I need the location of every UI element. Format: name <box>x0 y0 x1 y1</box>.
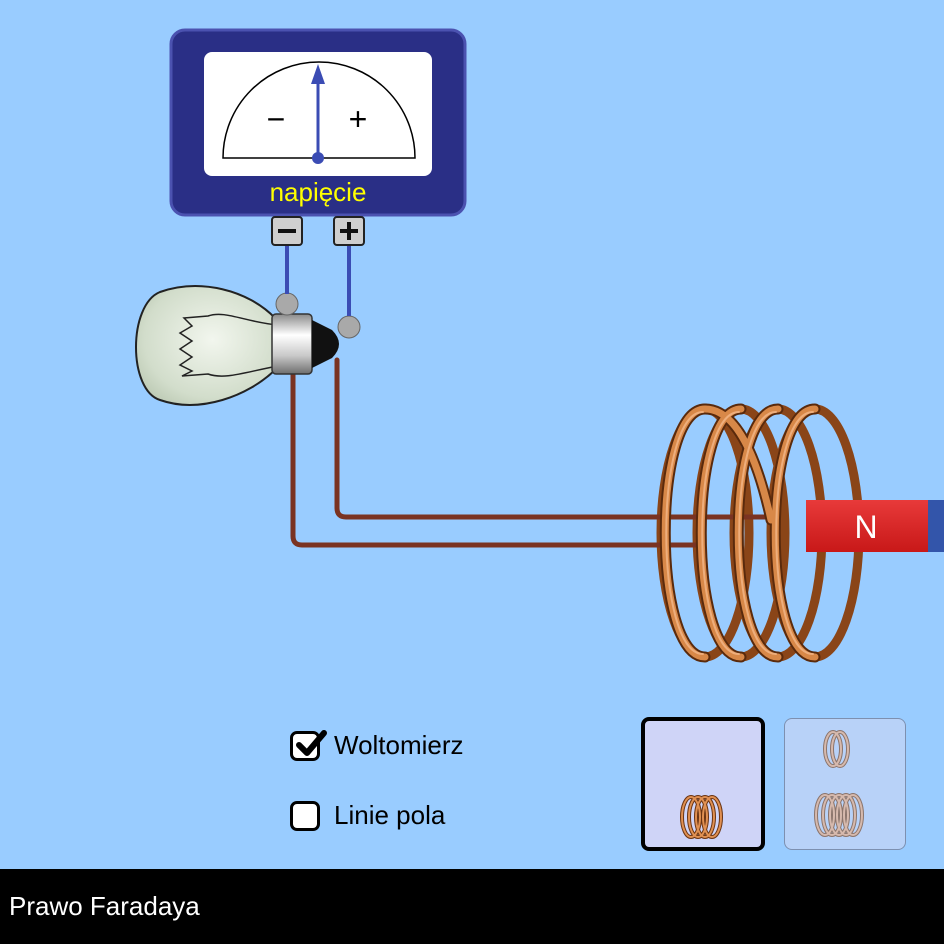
voltmeter-plus-terminal <box>333 216 365 246</box>
bulb-glass <box>135 285 276 406</box>
field-lines-checkbox[interactable]: Linie pola <box>290 800 445 831</box>
two-coils-button[interactable] <box>784 718 906 850</box>
field-lines-checkbox-box[interactable] <box>290 800 320 831</box>
title-bar: Prawo Faradaya <box>0 869 944 944</box>
field-lines-checkbox-label: Linie pola <box>334 800 446 830</box>
simulation-area: N <box>0 0 944 869</box>
single-coil-icon <box>680 795 723 839</box>
circuit-scene: N <box>135 28 944 663</box>
one-coil-button[interactable] <box>641 717 765 851</box>
light-bulb <box>135 285 361 406</box>
voltmeter-needle <box>311 64 325 164</box>
magnet-south-pole <box>928 500 944 552</box>
bulb-base <box>271 313 313 375</box>
voltmeter[interactable]: − + napięcie <box>169 28 467 246</box>
voltmeter-leads <box>285 246 351 316</box>
checkmark-icon <box>296 729 327 756</box>
voltmeter-checkbox-box[interactable] <box>290 729 327 761</box>
bulb-contact <box>312 320 339 368</box>
coil-front-windings <box>659 403 821 663</box>
bar-magnet[interactable]: N <box>806 500 944 552</box>
bulb-terminal-right <box>337 315 361 339</box>
voltmeter-checkbox[interactable]: Woltomierz <box>290 729 464 761</box>
voltmeter-minus-sign: − <box>267 101 286 137</box>
circuit-wires <box>290 357 781 548</box>
voltmeter-label: napięcie <box>270 177 367 207</box>
voltmeter-checkbox-label: Woltomierz <box>334 730 464 760</box>
app-title: Prawo Faradaya <box>9 891 200 921</box>
magnet-north-pole <box>806 500 930 552</box>
voltmeter-minus-terminal <box>271 216 303 246</box>
bulb-filament <box>178 313 279 377</box>
magnet-pole-label: N <box>854 509 877 545</box>
bulb-terminal-left <box>275 292 299 316</box>
voltmeter-plus-sign: + <box>349 101 368 137</box>
two-coils-icon <box>814 730 864 837</box>
